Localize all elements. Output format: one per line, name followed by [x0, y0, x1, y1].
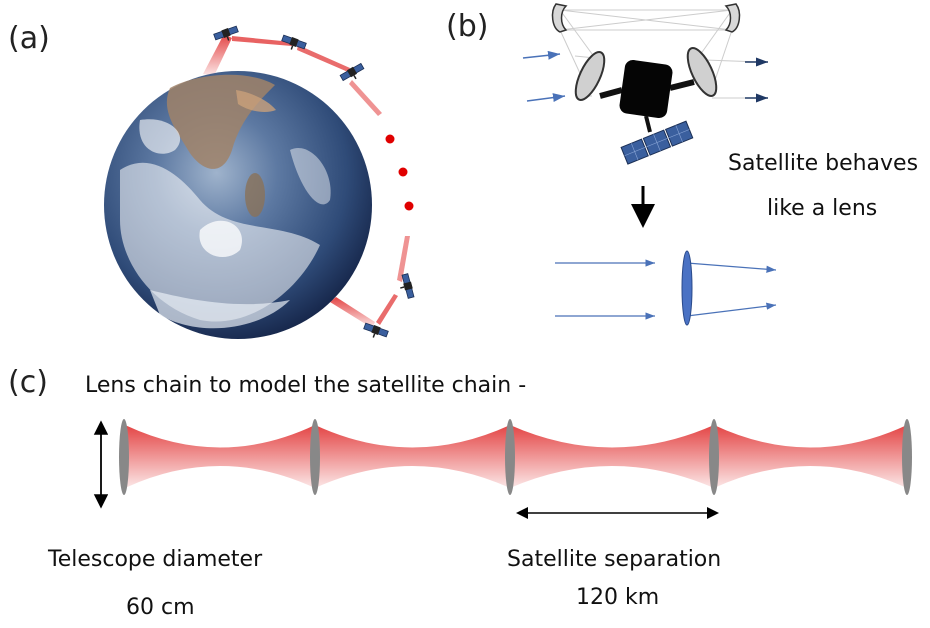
incoming-light-arrow [522, 50, 561, 60]
inter-satellite-link-3 [349, 80, 382, 116]
cloud-band-3 [290, 148, 331, 205]
beam-segment [125, 425, 315, 488]
solar-panel [620, 120, 694, 165]
lens-element [119, 419, 129, 495]
lens-element [709, 419, 719, 495]
separation-label: Satellite separation [507, 547, 721, 572]
incoming-light-arrow [526, 93, 566, 103]
madagascar [245, 173, 265, 217]
ground-uplink-beam [203, 34, 232, 76]
satellite-icon [361, 321, 390, 343]
panel-a-illustration [104, 24, 416, 343]
left-mirror-arm [599, 87, 623, 99]
refracted-ray-out [686, 302, 777, 317]
diameter-value: 60 cm [126, 595, 195, 620]
panel-b-caption-line2: like a lens [767, 196, 877, 221]
panel-c-title: Lens chain to model the satellite chain … [85, 373, 526, 398]
lens-chain [119, 419, 912, 495]
lens-element [902, 419, 912, 495]
right-primary-mirror [686, 47, 718, 97]
ellipsis-dot [385, 134, 395, 144]
cloud-band-2 [139, 119, 181, 154]
panel-c-label: (c) [8, 365, 48, 400]
continent-arabia [236, 90, 276, 112]
panel-b-satellite-telescope [522, 3, 768, 165]
separation-value: 120 km [576, 585, 659, 610]
beam-segment [315, 425, 510, 488]
panel-b-label: (b) [446, 9, 488, 44]
inter-satellite-link-1 [232, 36, 292, 46]
satellite-body [619, 59, 673, 119]
panel-b-caption-line1: Satellite behaves [728, 151, 918, 176]
refracted-ray-out [686, 262, 777, 273]
ellipsis-dot [404, 201, 414, 211]
top-left-mirror [551, 3, 568, 33]
lens-element [310, 419, 320, 495]
diameter-label: Telescope diameter [47, 547, 263, 572]
inter-satellite-link-5 [376, 294, 398, 325]
beam-segment [714, 425, 907, 488]
convex-lens [681, 250, 693, 326]
panel-mount [644, 115, 652, 133]
right-mirror-arm [669, 79, 695, 91]
panel-a-label: (a) [8, 21, 50, 56]
panel-b-lens-diagram [555, 250, 777, 326]
ground-downlink-beam [330, 297, 375, 328]
inter-satellite-link-4 [397, 236, 410, 282]
beam-segment [510, 425, 714, 488]
top-right-mirror [724, 3, 741, 33]
antarctica-clouds [150, 290, 290, 329]
ellipsis-dot [398, 167, 408, 177]
left-primary-mirror [574, 51, 606, 101]
lens-element [505, 419, 515, 495]
inter-satellite-link-2 [297, 45, 350, 72]
cloud-swirl [199, 220, 242, 258]
